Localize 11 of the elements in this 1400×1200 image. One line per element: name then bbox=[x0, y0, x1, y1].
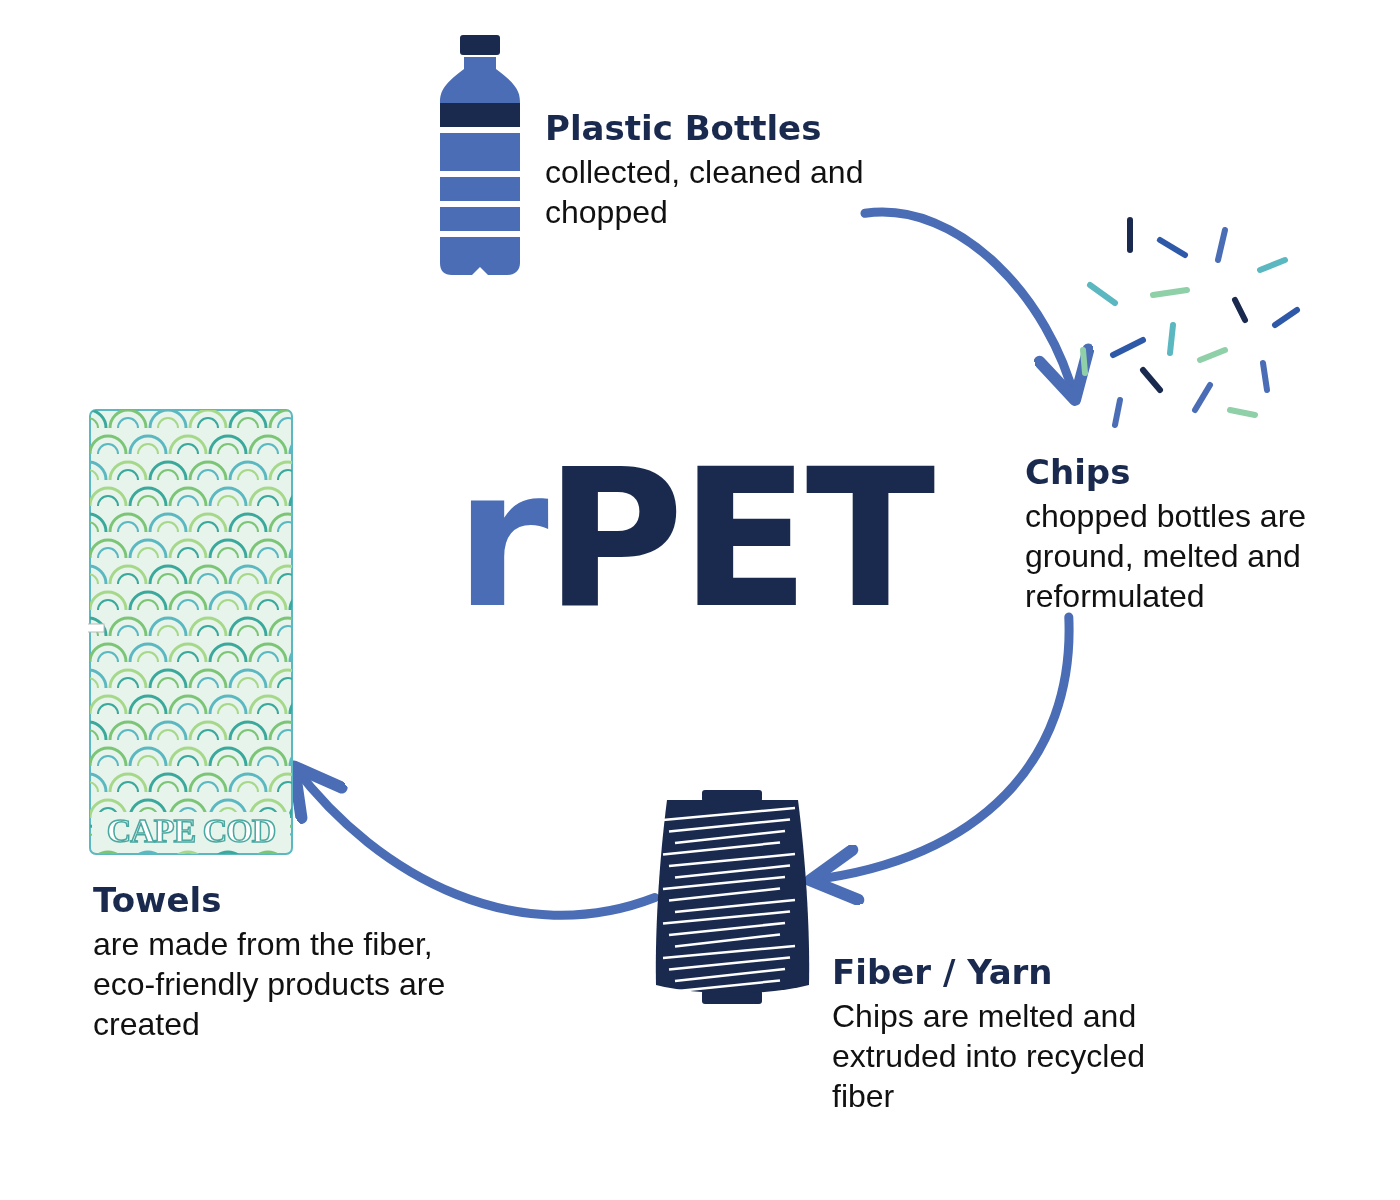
step-heading: Fiber / Yarn bbox=[832, 952, 1054, 992]
step-heading: Plastic Bottles bbox=[545, 108, 823, 148]
step-heading: Towels bbox=[93, 880, 223, 920]
step-description: collected, cleaned and chopped bbox=[545, 153, 865, 232]
step-description: chopped bottles are ground, melted and reformulated bbox=[1025, 497, 1308, 616]
center-title: rPET bbox=[455, 430, 932, 650]
step-description: are made from the fiber, eco-friendly products are created bbox=[93, 925, 447, 1044]
step-heading: Chips bbox=[1025, 452, 1132, 492]
step-description: Chips are melted and extruded into recycled fiber bbox=[832, 997, 1147, 1116]
curved-arrow bbox=[860, 207, 1092, 406]
curved-arrow bbox=[804, 612, 1074, 904]
